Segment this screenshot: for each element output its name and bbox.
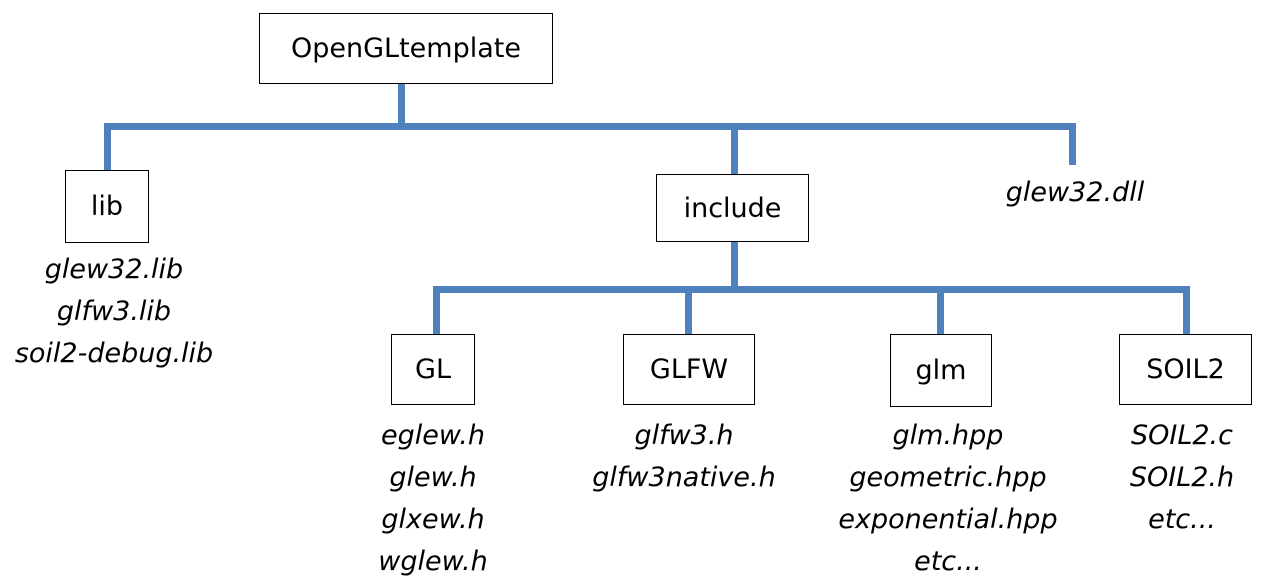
connector-to-glfw: [685, 286, 692, 334]
file-item: glew32.dll: [1005, 177, 1145, 208]
file-item: etc...: [914, 546, 982, 577]
folder-glfw: GLFW: [623, 334, 755, 405]
file-item: glfw3.h: [634, 420, 734, 451]
folder-glm-label: glm: [915, 355, 967, 386]
glfw-file-list: glfw3.h glfw3native.h: [579, 415, 789, 499]
folder-lib-label: lib: [90, 191, 124, 222]
file-item: SOIL2.c: [1130, 420, 1233, 451]
dll-file: glew32.dll: [985, 172, 1165, 214]
file-item: glew32.lib: [44, 254, 184, 285]
file-item: exponential.hpp: [838, 504, 1058, 535]
file-item: eglew.h: [381, 420, 485, 451]
file-item: glew.h: [389, 462, 477, 493]
file-item: geometric.hpp: [849, 462, 1047, 493]
folder-gl: GL: [391, 334, 475, 405]
soil2-file-list: SOIL2.c SOIL2.h etc...: [1097, 415, 1265, 541]
connector-root-down: [398, 82, 405, 127]
folder-glfw-label: GLFW: [649, 354, 729, 385]
file-item: glm.hpp: [892, 420, 1004, 451]
folder-soil2: SOIL2: [1119, 334, 1252, 405]
file-item: SOIL2.h: [1129, 462, 1235, 493]
folder-soil2-label: SOIL2: [1146, 354, 1225, 385]
connector-level1-bar: [104, 123, 1076, 130]
connector-level2-bar: [433, 286, 1190, 293]
connector-to-lib: [104, 123, 111, 170]
file-item: soil2-debug.lib: [14, 338, 214, 369]
gl-file-list: eglew.h glew.h glxew.h wglew.h: [343, 415, 523, 583]
file-item: glfw3native.h: [592, 462, 776, 493]
folder-glm: glm: [890, 334, 992, 407]
connector-to-glm: [937, 286, 944, 334]
connector-include-down: [731, 242, 738, 290]
folder-gl-label: GL: [415, 354, 451, 385]
file-item: wglew.h: [378, 546, 488, 577]
folder-include-label: include: [683, 192, 782, 224]
file-item: glxew.h: [381, 504, 485, 535]
folder-root-label: OpenGLtemplate: [291, 33, 521, 64]
lib-file-list: glew32.lib glfw3.lib soil2-debug.lib: [0, 249, 231, 375]
folder-lib: lib: [65, 170, 149, 243]
folder-root: OpenGLtemplate: [259, 13, 553, 84]
connector-to-include: [731, 123, 738, 174]
glm-file-list: glm.hpp geometric.hpp exponential.hpp et…: [823, 415, 1073, 583]
folder-include: include: [656, 174, 809, 242]
file-item: glfw3.lib: [56, 296, 172, 327]
connector-to-gl: [433, 286, 440, 334]
connector-to-dll: [1069, 123, 1076, 165]
connector-to-soil2: [1183, 286, 1190, 334]
file-item: etc...: [1148, 504, 1216, 535]
